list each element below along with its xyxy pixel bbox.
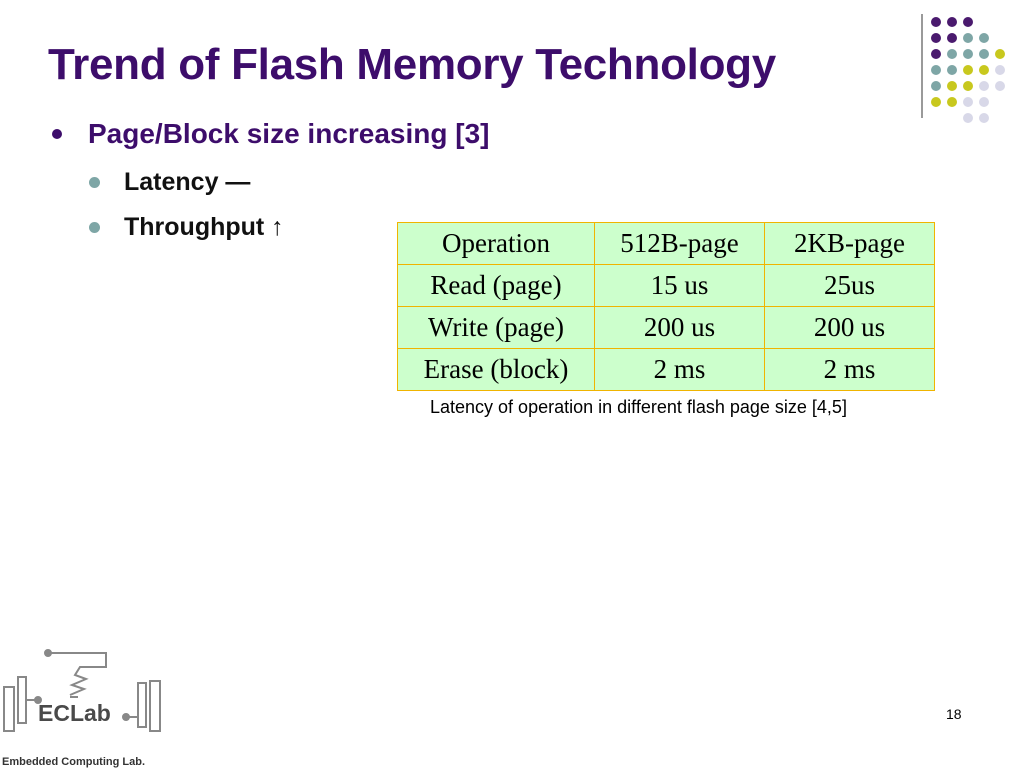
table-cell: 15 us [594, 264, 765, 307]
table-row: Read (page) 15 us 25us [397, 264, 935, 307]
bullet-main: Page/Block size increasing [3] [52, 118, 490, 150]
header-cell: Operation [397, 222, 595, 265]
title-divider [921, 14, 923, 118]
header-cell: 2KB-page [764, 222, 935, 265]
bullet-throughput-text: Throughput ↑ [124, 213, 284, 241]
logo-subtitle: Embedded Computing Lab. [2, 756, 145, 768]
eclab-circuit-logo-icon [3, 649, 161, 732]
header-cell: 512B-page [594, 222, 765, 265]
table-header-row: Operation 512B-page 2KB-page [397, 222, 935, 265]
slide-title: Trend of Flash Memory Technology [48, 40, 776, 89]
bullet-latency: Latency — [89, 168, 250, 197]
table-cell: Read (page) [397, 264, 595, 307]
table-cell: Write (page) [397, 306, 595, 349]
table-caption: Latency of operation in different flash … [430, 397, 847, 417]
bullet-dot-icon [89, 177, 100, 188]
latency-table: Operation 512B-page 2KB-page Read (page)… [397, 222, 935, 391]
logo-name: ECLab [38, 700, 111, 726]
bullet-latency-text: Latency — [124, 168, 251, 196]
table-cell: Erase (block) [397, 348, 595, 391]
decorative-dot-grid-icon [931, 17, 1005, 123]
table-cell: 2 ms [594, 348, 765, 391]
bullet-throughput: Throughput ↑ [89, 213, 284, 242]
table-row: Write (page) 200 us 200 us [397, 306, 935, 349]
table-cell: 200 us [764, 306, 935, 349]
page-number: 18 [946, 706, 962, 722]
table-cell: 25us [764, 264, 935, 307]
bullet-main-text: Page/Block size increasing [3] [88, 118, 490, 149]
bullet-dot-icon [89, 222, 100, 233]
table-cell: 2 ms [764, 348, 935, 391]
bullet-dot-icon [52, 129, 62, 139]
table-cell: 200 us [594, 306, 765, 349]
table-row: Erase (block) 2 ms 2 ms [397, 348, 935, 391]
